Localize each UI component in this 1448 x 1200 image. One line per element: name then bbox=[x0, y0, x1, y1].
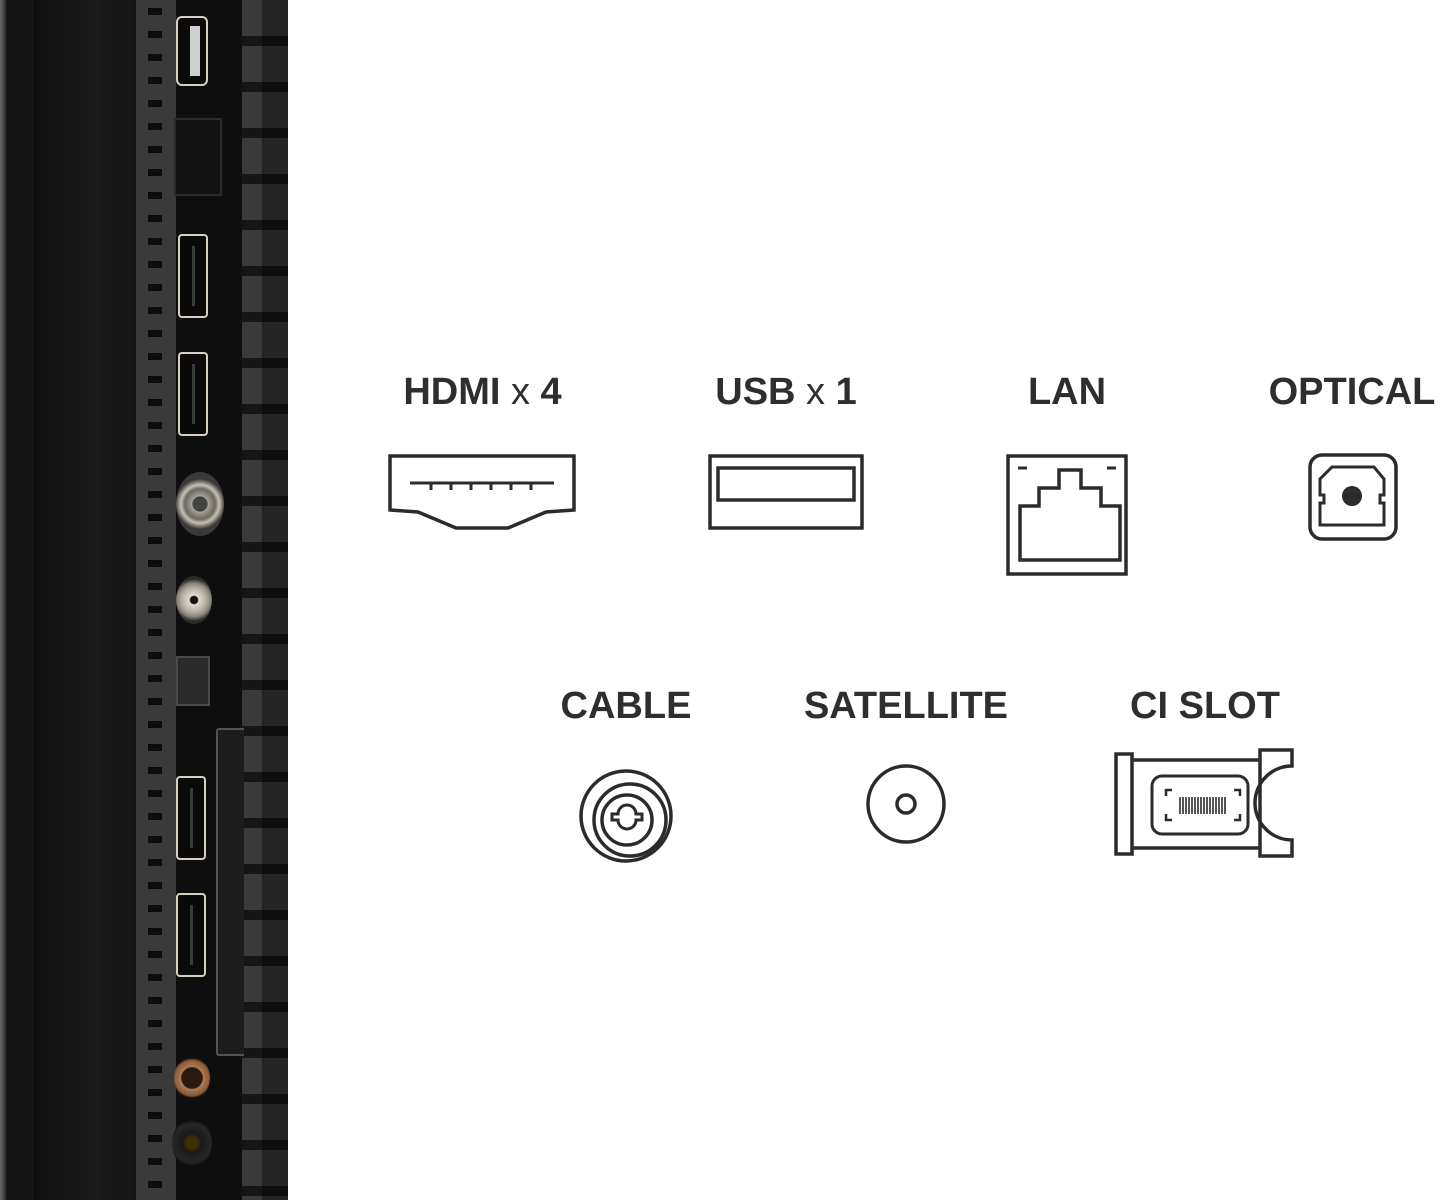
tv-ci-slot bbox=[216, 728, 244, 1056]
connector-cable: CABLE bbox=[548, 686, 704, 726]
connector-satellite: SATELLITE bbox=[788, 686, 1024, 726]
connector-label: OPTICAL bbox=[1268, 371, 1436, 413]
connector-hdmi: HDMI x 4 bbox=[380, 372, 585, 412]
tv-cable-port bbox=[176, 472, 224, 536]
connector-label: SATELLITE bbox=[803, 685, 1009, 727]
connector-ci-slot: CI SLOT bbox=[1112, 686, 1298, 726]
connector-label: USB x 1 bbox=[715, 371, 857, 413]
tv-audio-jack bbox=[174, 1056, 210, 1100]
ethernet-port-icon bbox=[1006, 454, 1130, 578]
tv-edge bbox=[0, 0, 6, 1200]
connector-label: CI SLOT bbox=[1130, 685, 1280, 727]
tv-hdmi-port-1 bbox=[178, 234, 208, 318]
connector-label: LAN bbox=[1027, 371, 1107, 413]
ci-module-icon bbox=[1114, 748, 1296, 860]
tv-hdmi-port-3 bbox=[176, 776, 206, 860]
tv-headphone-jack bbox=[172, 1118, 212, 1168]
tv-hdmi-port-4 bbox=[176, 893, 206, 977]
connector-lan: LAN bbox=[1000, 372, 1134, 412]
tv-vent-strip bbox=[136, 0, 176, 1200]
vent-slots bbox=[136, 0, 176, 1200]
tv-satellite-port bbox=[176, 576, 212, 624]
usb-port-icon bbox=[708, 454, 866, 532]
tv-lan-port bbox=[174, 118, 222, 196]
optical-port-icon bbox=[1308, 453, 1400, 543]
tv-side-panel bbox=[0, 0, 288, 1200]
tv-usb-port bbox=[176, 16, 208, 86]
cable-coax-icon bbox=[578, 768, 676, 866]
tv-body bbox=[36, 0, 136, 1200]
connector-label: HDMI x 4 bbox=[403, 371, 562, 413]
tv-optical-port bbox=[176, 656, 210, 706]
hdmi-port-icon bbox=[388, 454, 578, 532]
connector-label: CABLE bbox=[560, 685, 692, 727]
tv-back-shade bbox=[262, 0, 288, 1200]
tv-bezel bbox=[6, 0, 36, 1200]
satellite-f-connector-icon bbox=[865, 764, 949, 848]
tv-hdmi-port-2 bbox=[178, 352, 208, 436]
tv-back-grid bbox=[242, 0, 288, 1200]
connector-optical: OPTICAL bbox=[1256, 372, 1448, 412]
connector-usb: USB x 1 bbox=[700, 372, 872, 412]
